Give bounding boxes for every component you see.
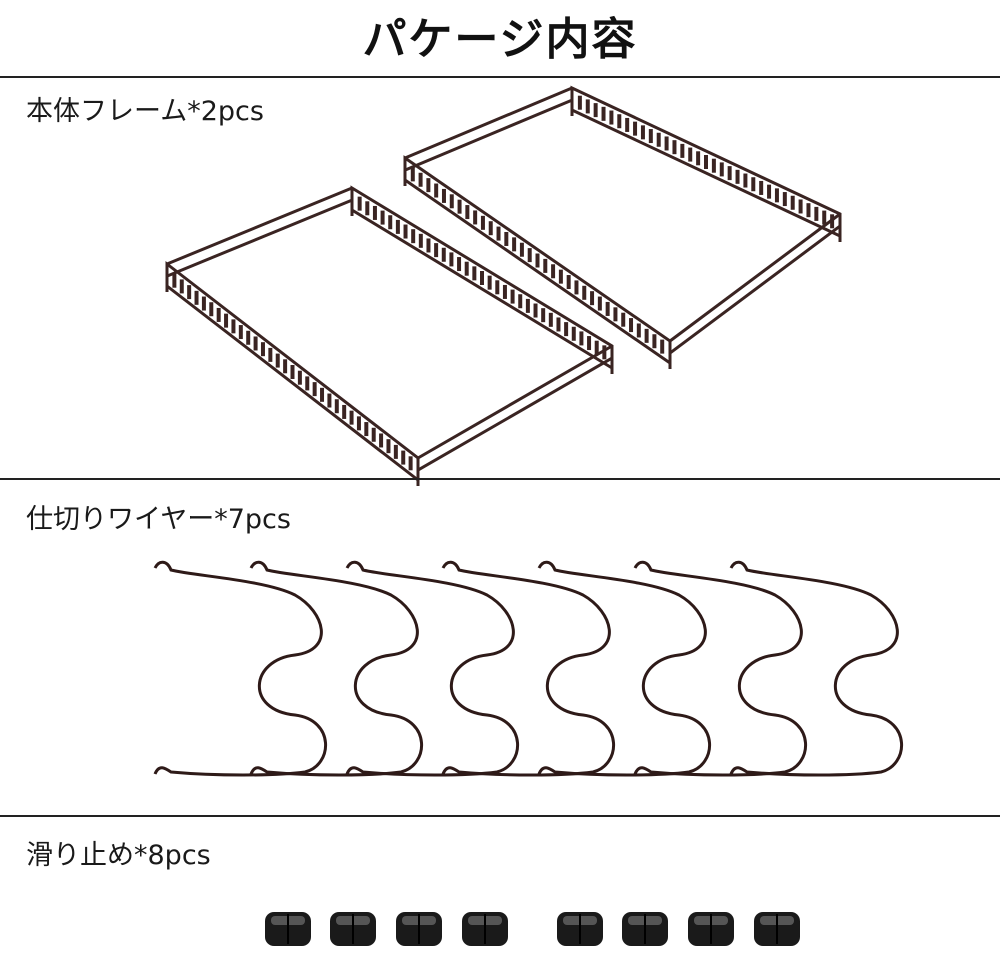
- wire-section-label: 仕切りワイヤー*7pcs: [26, 504, 291, 535]
- stopper-section-label: 滑り止め*8pcs: [26, 840, 211, 871]
- frame-2: [403, 85, 842, 369]
- middle-divider: [0, 478, 1000, 480]
- divider-wire-5: [537, 560, 712, 777]
- anti-slip-stopper-1: [265, 912, 311, 946]
- frame-section-label: 本体フレーム*2pcs: [26, 96, 264, 127]
- stopper-illustration: [265, 912, 800, 946]
- anti-slip-stopper-4: [462, 912, 508, 946]
- anti-slip-stopper-5: [557, 912, 603, 946]
- bottom-divider: [0, 815, 1000, 817]
- frame-illustration: [165, 85, 842, 486]
- divider-wire-6: [633, 560, 808, 777]
- divider-wire-3: [345, 560, 520, 777]
- anti-slip-stopper-2: [330, 912, 376, 946]
- anti-slip-stopper-7: [688, 912, 734, 946]
- frame-1: [165, 185, 614, 486]
- anti-slip-stopper-8: [754, 912, 800, 946]
- wire-illustration: [153, 560, 904, 777]
- top-divider: [0, 76, 1000, 78]
- divider-wire-4: [441, 560, 616, 777]
- divider-wire-2: [249, 560, 424, 777]
- anti-slip-stopper-3: [396, 912, 442, 946]
- anti-slip-stopper-6: [622, 912, 668, 946]
- divider-wire-1: [153, 560, 328, 777]
- page-title: パケージ内容: [362, 14, 638, 65]
- divider-wire-7: [729, 560, 904, 777]
